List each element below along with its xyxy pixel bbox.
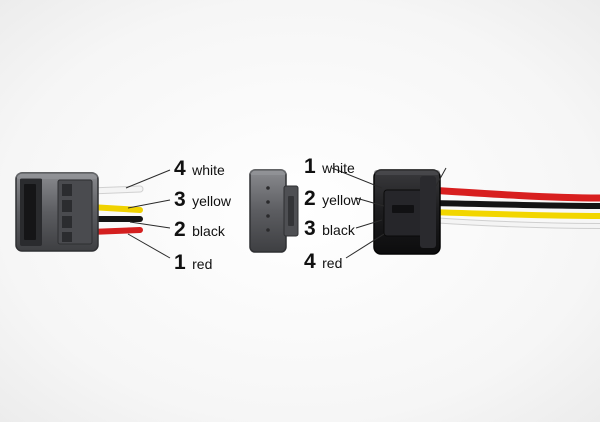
left-pin-1-label: 1 red	[174, 252, 212, 273]
wire-color-name: white	[192, 162, 225, 178]
pin-number: 3	[304, 217, 316, 240]
pin-number: 1	[174, 251, 186, 274]
left-pin-4-label: 4 white	[174, 158, 225, 179]
pin-number: 2	[174, 218, 186, 241]
right-pin-2-label: 2 yellow	[304, 188, 361, 209]
right-wire-black	[429, 200, 600, 209]
right-pin-1-label: 1 white	[304, 156, 355, 177]
leader-lines	[125, 167, 447, 259]
wire-color-name: white	[322, 160, 355, 176]
pin-number: 1	[304, 155, 316, 178]
left-connector-housing	[15, 172, 99, 252]
wire-color-name: red	[192, 256, 213, 272]
pin-number: 2	[304, 187, 316, 210]
wire-color-name: black	[322, 222, 355, 238]
right-wire-yellow	[429, 209, 600, 219]
middle-connector-part	[249, 169, 299, 253]
wire-color-name: yellow	[192, 193, 232, 209]
left-pin-3-label: 3 yellow	[174, 189, 231, 210]
pin-number: 4	[304, 250, 316, 273]
wire-color-name: black	[192, 223, 225, 239]
pin-number: 3	[174, 188, 186, 211]
left-pin-2-label: 2 black	[174, 219, 225, 240]
wire-color-name: yellow	[322, 192, 362, 208]
pin-number: 4	[174, 157, 186, 180]
right-wire-red	[429, 186, 600, 202]
right-wire-bundle	[429, 186, 600, 229]
wire-color-name: red	[322, 255, 343, 271]
right-pin-4-label: 4 red	[304, 251, 342, 272]
right-connector-housing	[373, 169, 441, 255]
right-pin-3-label: 3 black	[304, 218, 355, 239]
